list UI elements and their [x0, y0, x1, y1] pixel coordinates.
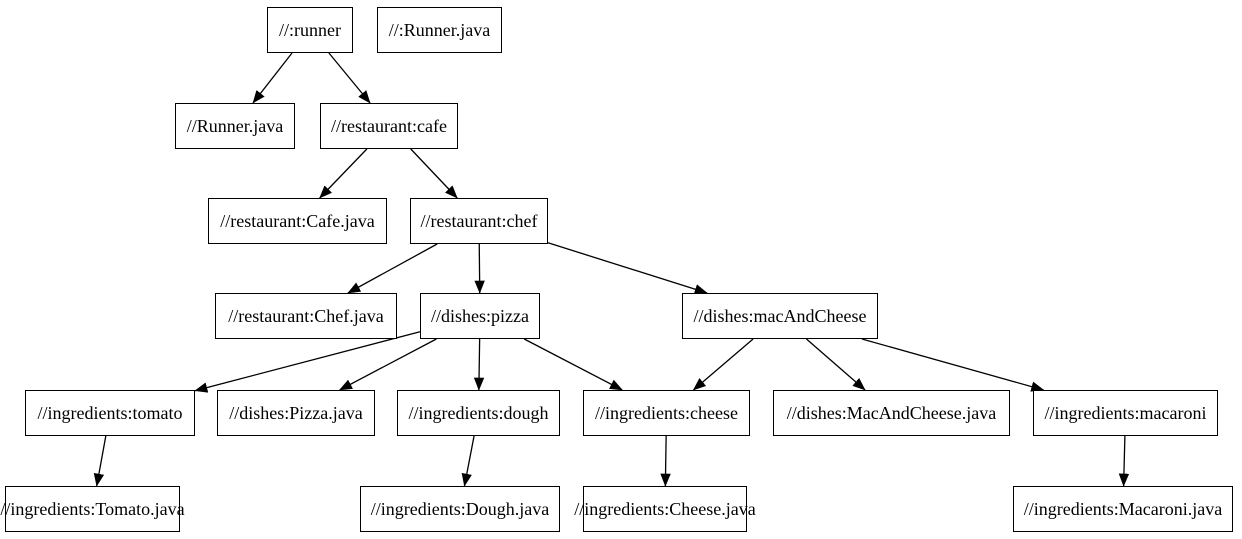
dependency-edge-pizza-to-dough: [473, 338, 485, 391]
dependency-edge-pizza-to-cheese: [523, 338, 623, 391]
graph-node-runner: //:runner: [267, 7, 353, 53]
graph-node-dough: //ingredients:dough: [397, 390, 560, 436]
dependency-edge-cafe-to-chef: [410, 148, 458, 199]
graph-node-macaroni: //ingredients:macaroni: [1033, 390, 1218, 436]
dependency-edge-chef-to-pizza: [474, 243, 485, 294]
dependency-edge-pizza-to-tomato: [194, 331, 421, 393]
graph-node-tomato-java: //ingredients:Tomato.java: [0, 486, 185, 532]
dependency-edge-runner-to-cafe: [328, 52, 371, 104]
dependency-edge-dough-to-dough-java: [461, 435, 475, 487]
graph-node-runner-java-root: //:Runner.java: [377, 7, 502, 53]
dependency-edge-mac-and-cheese-to-cheese: [692, 338, 754, 391]
dependency-edge-mac-and-cheese-to-macaroni: [861, 338, 1045, 392]
graph-node-pizza-java: //dishes:Pizza.java: [217, 390, 375, 436]
graph-node-cafe-java: //restaurant:Cafe.java: [208, 198, 387, 244]
graph-node-pizza: //dishes:pizza: [420, 293, 540, 339]
graph-node-mac-and-cheese: //dishes:macAndCheese: [682, 293, 878, 339]
graph-node-chef-java: //restaurant:Chef.java: [215, 293, 397, 339]
graph-node-tomato: //ingredients:tomato: [25, 390, 195, 436]
graph-node-macaroni-java: //ingredients:Macaroni.java: [1013, 486, 1233, 532]
dependency-edge-pizza-to-pizza-java: [339, 338, 437, 391]
dependency-edge-cafe-to-cafe-java: [319, 148, 368, 199]
dependency-edge-cheese-to-cheese-java: [660, 435, 671, 487]
graph-node-cheese: //ingredients:cheese: [583, 390, 750, 436]
graph-node-chef: //restaurant:chef: [410, 198, 548, 244]
dependency-edge-mac-and-cheese-to-mac-and-cheese-java: [806, 338, 866, 391]
dependency-edge-chef-to-mac-and-cheese: [547, 242, 708, 295]
graph-node-runner-java: //Runner.java: [175, 103, 295, 149]
dependency-edge-chef-to-chef-java: [347, 243, 438, 294]
graph-node-dough-java: //ingredients:Dough.java: [360, 486, 560, 532]
dependency-edge-macaroni-to-macaroni-java: [1118, 435, 1130, 487]
dependency-edge-runner-to-runner-java: [252, 52, 293, 104]
graph-node-cheese-java: //ingredients:Cheese.java: [574, 486, 756, 532]
dependency-edge-tomato-to-tomato-java: [93, 435, 107, 487]
graph-node-cafe: //restaurant:cafe: [320, 103, 458, 149]
graph-node-mac-and-cheese-java: //dishes:MacAndCheese.java: [773, 390, 1010, 436]
